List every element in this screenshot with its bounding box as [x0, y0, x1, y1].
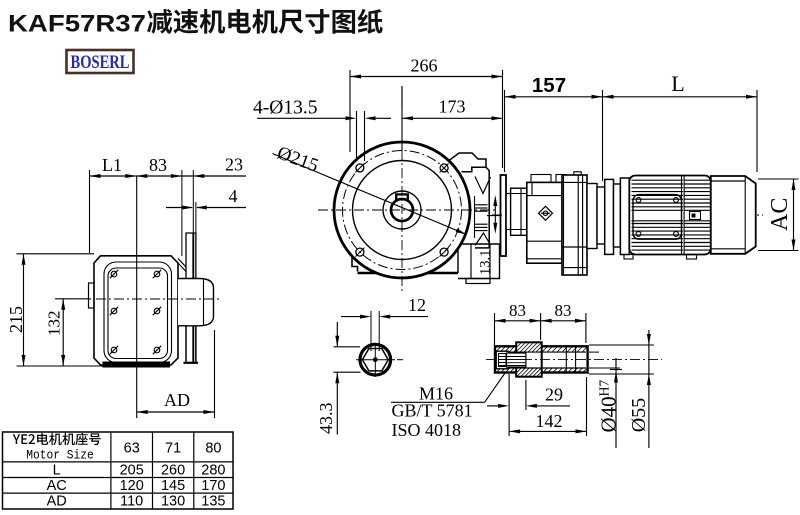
svg-text:GB/T 5781: GB/T 5781	[392, 401, 473, 421]
svg-text:Motor Size: Motor Size	[26, 449, 94, 463]
svg-text:AC: AC	[47, 478, 67, 494]
svg-text:83: 83	[555, 301, 572, 320]
svg-text:23: 23	[225, 155, 243, 175]
svg-text:120: 120	[120, 478, 144, 494]
svg-text:83: 83	[509, 301, 526, 320]
svg-text:L: L	[53, 463, 61, 479]
svg-text:130: 130	[161, 494, 185, 510]
svg-text:ISO 4018: ISO 4018	[392, 420, 462, 440]
svg-text:145: 145	[161, 478, 185, 494]
svg-text:43.3: 43.3	[316, 403, 336, 435]
svg-text:173: 173	[439, 97, 466, 117]
svg-text:215: 215	[6, 306, 26, 333]
svg-text:83: 83	[149, 155, 167, 175]
svg-text:71: 71	[165, 441, 181, 457]
svg-text:260: 260	[161, 463, 185, 479]
svg-text:157: 157	[532, 74, 566, 97]
svg-text:110: 110	[120, 494, 143, 510]
svg-text:L1: L1	[102, 155, 122, 175]
svg-text:170: 170	[201, 478, 225, 494]
svg-text:12: 12	[408, 295, 426, 315]
svg-text:13.1: 13.1	[478, 250, 494, 275]
svg-text:29: 29	[545, 385, 563, 405]
svg-text:205: 205	[120, 463, 144, 479]
svg-text:80: 80	[205, 441, 221, 457]
svg-text:266: 266	[411, 56, 438, 76]
svg-text:132: 132	[45, 311, 64, 337]
svg-text:KAF57R37: KAF57R37	[8, 11, 146, 38]
svg-text:AD: AD	[47, 494, 67, 510]
svg-text:4-Ø13.5: 4-Ø13.5	[253, 98, 317, 119]
svg-text:AD: AD	[164, 390, 190, 410]
svg-text:135: 135	[201, 494, 225, 510]
svg-text:L: L	[671, 71, 684, 96]
svg-text:4: 4	[229, 186, 238, 206]
svg-text:AC: AC	[767, 198, 793, 231]
svg-text:280: 280	[201, 463, 225, 479]
svg-text:BOSERL: BOSERL	[71, 52, 130, 73]
svg-text:142: 142	[536, 411, 563, 431]
svg-text:63: 63	[124, 441, 140, 457]
svg-text:Ø55: Ø55	[628, 398, 650, 432]
